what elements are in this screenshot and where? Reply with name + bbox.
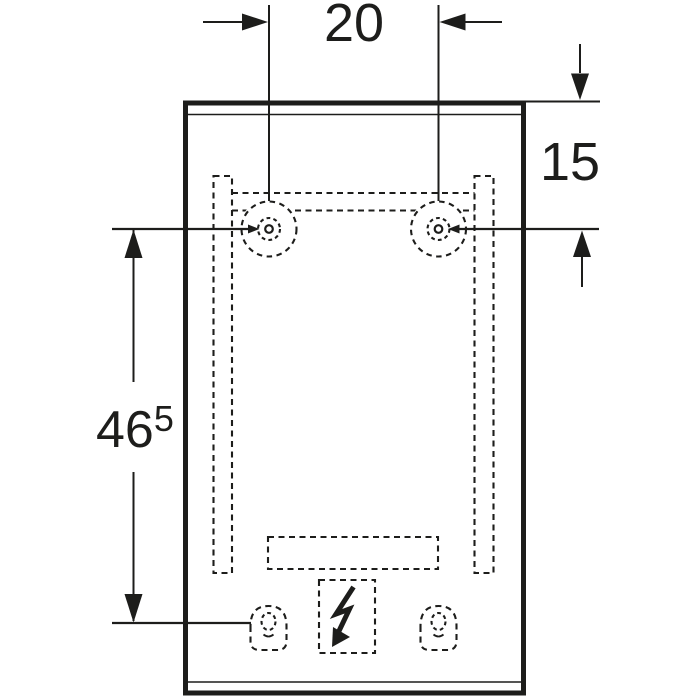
dim-label-hole-spacing: 20 [323,0,385,53]
hole-axis-leaders [112,224,599,234]
mounting-hole-left [239,199,299,259]
dim465-arrowhead-top [124,229,143,258]
fixing-slot-left-inner-oval [260,611,277,632]
lightning-bolt-arrow-icon [329,585,356,647]
dim15-arrowhead-bottom [573,230,591,257]
fixing-slot-left-outline [249,604,288,652]
fixing-slot-right-notch [432,633,445,638]
power-connection-box [317,578,377,655]
hole-left-center-mark [264,224,274,234]
dim-label-top-offset: 15 [539,132,601,192]
power-box-outline [317,578,377,655]
cable-cutout-rect [266,535,440,571]
lightning-bolt-stroke [329,585,356,633]
dim20-arrowhead-left [242,13,268,31]
fixing-slot-right-outline [419,604,458,652]
hole-axis-arrowhead-right [448,224,460,234]
hole-left-inner-circle [256,216,282,242]
mirror-panel-outline [183,100,526,696]
fixing-slot-left-notch [262,633,275,638]
fixing-slot-right-inner-oval [430,611,447,632]
mounting-rail-left [212,174,234,575]
lightning-bolt-arrowhead [332,627,350,647]
dim-mounting-height [112,229,251,625]
dim-hole-spacing [203,5,502,201]
dim20-arrowhead-right [439,13,466,31]
mounting-height-superscript: 5 [153,398,174,439]
hole-right-center-mark [433,224,444,234]
mounting-height-value: 46 [96,401,154,459]
fixing-slot-right [419,604,458,652]
hole-left-outer-circle [240,200,298,258]
fixing-slot-left [249,604,288,652]
dim15-arrowhead-top [571,73,589,100]
mounting-hole-right [409,199,468,259]
hole-axis-arrowhead-left [248,224,260,234]
mounting-rail-right [473,174,495,575]
dim465-arrowhead-bottom [124,594,143,623]
dim-top-offset [526,44,600,287]
